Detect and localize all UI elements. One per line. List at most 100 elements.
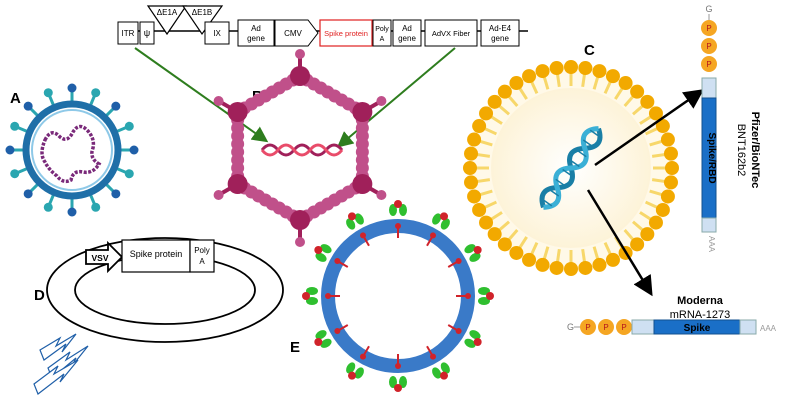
moderna-cap-p3: P bbox=[616, 319, 632, 335]
vsv-spike-gene: Spike protein bbox=[121, 239, 191, 273]
svg-text:gene: gene bbox=[398, 34, 416, 43]
svg-text:E: E bbox=[290, 339, 300, 356]
viral-rna bbox=[40, 124, 102, 184]
svg-text:A: A bbox=[380, 36, 385, 43]
segment-itr: ITR bbox=[117, 21, 139, 45]
segment-polya: Poly A bbox=[372, 19, 392, 47]
lipid bbox=[472, 200, 498, 217]
lipid bbox=[522, 241, 539, 267]
vlp-protein bbox=[314, 244, 349, 268]
svg-text:G: G bbox=[705, 4, 712, 14]
vlp-protein bbox=[447, 324, 482, 348]
pfizer-cap-p3: P bbox=[701, 56, 717, 72]
svg-text:P: P bbox=[603, 323, 608, 332]
svg-text:A: A bbox=[10, 90, 21, 107]
lipid bbox=[631, 94, 655, 116]
lipid bbox=[464, 175, 491, 190]
lipid bbox=[603, 69, 620, 95]
lipid bbox=[578, 248, 593, 275]
svg-text:gene: gene bbox=[491, 34, 509, 43]
pfizer-company: Pfizer/BioNTec bbox=[749, 112, 761, 189]
vlp-protein bbox=[456, 287, 494, 305]
vlp-protein bbox=[389, 200, 407, 238]
deletion-e1b: ΔE1B bbox=[181, 5, 224, 36]
svg-text:Poly: Poly bbox=[375, 26, 389, 33]
moderna-cap-p1: P bbox=[580, 319, 596, 335]
capsid-vertex bbox=[213, 96, 248, 122]
arrow-to-pfizer bbox=[594, 89, 705, 167]
pfizer-mrna: G P P P Spike/RBD AAA Pfizer/BioNTec BNT… bbox=[701, 4, 761, 253]
lipid bbox=[463, 161, 489, 175]
deletion-e1a: ΔE1A bbox=[146, 5, 188, 36]
svg-text:Ad: Ad bbox=[402, 24, 412, 33]
panel-b-adenovirus: B bbox=[213, 49, 387, 247]
svg-text:C: C bbox=[584, 42, 595, 59]
vsv-promoter: VSV bbox=[85, 240, 124, 274]
svg-text:gene: gene bbox=[247, 34, 265, 43]
lipid bbox=[487, 220, 511, 242]
svg-text:P: P bbox=[706, 42, 711, 51]
lipid bbox=[639, 211, 663, 230]
pfizer-cap-p2: P bbox=[701, 38, 717, 54]
lipid bbox=[535, 246, 550, 272]
lipid bbox=[549, 61, 564, 88]
lipid bbox=[578, 61, 593, 88]
lipid bbox=[631, 220, 655, 242]
vlp-protein bbox=[346, 345, 370, 380]
svg-text:A: A bbox=[199, 257, 205, 266]
svg-text:Spike protein: Spike protein bbox=[324, 29, 368, 38]
lipid bbox=[497, 228, 519, 252]
svg-text:P: P bbox=[706, 60, 711, 69]
svg-text:Ad-E4: Ad-E4 bbox=[489, 24, 512, 33]
lipid bbox=[644, 119, 670, 136]
lipid bbox=[644, 200, 670, 217]
dna-helix bbox=[260, 143, 344, 157]
lipid bbox=[472, 119, 498, 136]
vlp-protein bbox=[426, 212, 450, 247]
lipid bbox=[623, 84, 645, 108]
lipid bbox=[497, 84, 519, 108]
lipid bbox=[509, 76, 528, 100]
capsid-vertex bbox=[290, 210, 310, 247]
lipid bbox=[623, 228, 645, 252]
lipid bbox=[651, 175, 678, 190]
lipid bbox=[614, 76, 633, 100]
vlp-protein bbox=[346, 212, 370, 247]
segment-cmv: CMV bbox=[274, 19, 319, 47]
lipid bbox=[649, 189, 675, 204]
pfizer-cap-p1: P bbox=[701, 20, 717, 36]
svg-text:Poly: Poly bbox=[194, 246, 210, 255]
vlp-protein bbox=[389, 354, 407, 392]
capsid-vertex bbox=[352, 174, 387, 200]
lipid bbox=[653, 161, 679, 175]
svg-text:IX: IX bbox=[213, 29, 221, 38]
moderna-mrna: Moderna mRNA-1273 G P P P Spike AAA bbox=[567, 295, 777, 335]
segment-psi: ψ bbox=[139, 21, 155, 45]
lipid bbox=[467, 132, 493, 147]
segment-ad-gene-1: Ad gene bbox=[237, 19, 275, 47]
lipid bbox=[464, 146, 491, 161]
vlp-protein bbox=[447, 244, 482, 268]
lipid bbox=[522, 69, 539, 95]
lipid bbox=[549, 248, 564, 275]
svg-text:ψ: ψ bbox=[144, 28, 150, 38]
construct-arrow-left bbox=[134, 47, 269, 143]
svg-text:VSV: VSV bbox=[91, 253, 108, 263]
lipid bbox=[487, 94, 511, 116]
segment-ad-e4-gene: Ad-E4 gene bbox=[480, 19, 520, 47]
lipid bbox=[479, 211, 503, 230]
segment-ix: IX bbox=[204, 21, 230, 45]
capsid-vertex bbox=[213, 174, 248, 200]
svg-text:Spike protein: Spike protein bbox=[130, 249, 183, 259]
segment-ad-gene-2: Ad gene bbox=[392, 19, 422, 47]
capsid-vertex bbox=[290, 49, 310, 86]
vlp-protein bbox=[426, 345, 450, 380]
panel-e-vlp: E bbox=[290, 200, 494, 392]
moderna-company: Moderna bbox=[677, 295, 724, 307]
svg-text:G: G bbox=[567, 322, 574, 332]
lipid bbox=[509, 236, 528, 260]
lipid bbox=[467, 189, 493, 204]
moderna-product: mRNA-1273 bbox=[670, 309, 731, 321]
segment-advx-fiber: AdVX Fiber bbox=[424, 19, 478, 47]
svg-text:D: D bbox=[34, 287, 45, 304]
